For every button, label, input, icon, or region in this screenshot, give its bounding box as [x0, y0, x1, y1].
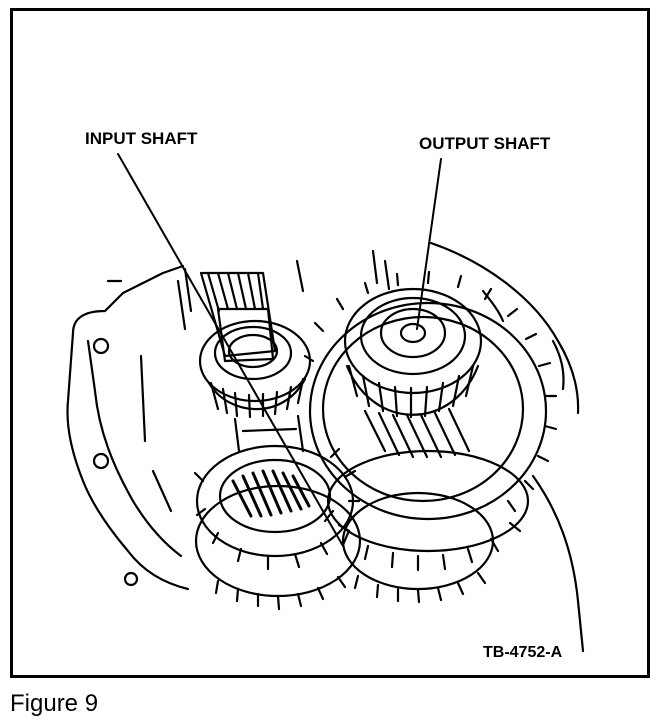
output-gear-ring [321, 315, 525, 503]
cluster-gear-rear-teeth [214, 575, 347, 611]
case-outline-left [66, 264, 190, 591]
output-bearing-inner [379, 307, 447, 359]
output-shaft-bore [399, 322, 427, 344]
output-gear-large [308, 301, 548, 521]
output-bearing-mid [359, 296, 467, 376]
input-shaft-spline-lines [206, 271, 265, 313]
input-bearing-outer [198, 319, 312, 403]
case-outline-right [429, 241, 585, 653]
output-shaft-label: OUTPUT SHAFT [419, 134, 551, 153]
cluster-gear-helical-teeth [231, 469, 311, 518]
output-bearing-cage [345, 364, 480, 416]
output-gear-teeth [303, 270, 558, 513]
cluster-gear-teeth-ring [193, 447, 361, 571]
input-bearing-cage [207, 377, 307, 411]
cluster-gear-front-inner [218, 458, 332, 534]
mainshaft-gear [326, 449, 530, 553]
case-flange [86, 339, 183, 558]
figure-code: TB-4752-A [483, 644, 563, 661]
transmission-illustration [66, 153, 585, 653]
output-helical-band [363, 407, 471, 459]
input-gear-stem [233, 414, 305, 453]
output-bearing-outer [343, 287, 483, 395]
mainshaft-lower-teeth [353, 571, 487, 604]
case-bolt-hole-3 [123, 571, 139, 587]
case-bolt-hole-2 [92, 452, 110, 470]
case-bolt-hole-1 [92, 337, 110, 355]
figure-caption: Figure 9 [10, 690, 99, 717]
case-rib-right [551, 339, 565, 391]
mainshaft-gear-teeth [323, 509, 522, 572]
input-shaft-label: INPUT SHAFT [85, 129, 198, 148]
case-rib-right [481, 289, 505, 323]
figure-frame: INPUT SHAFT OUTPUT SHAFT TB-4752-A [10, 8, 650, 678]
case-lines [183, 249, 391, 313]
input-bearing-race [227, 333, 279, 369]
output-shaft-leader [416, 158, 442, 330]
input-shaft-leader [117, 153, 344, 547]
case-rib [139, 354, 173, 513]
case-rib [106, 279, 187, 331]
input-bearing-inner [213, 325, 293, 381]
